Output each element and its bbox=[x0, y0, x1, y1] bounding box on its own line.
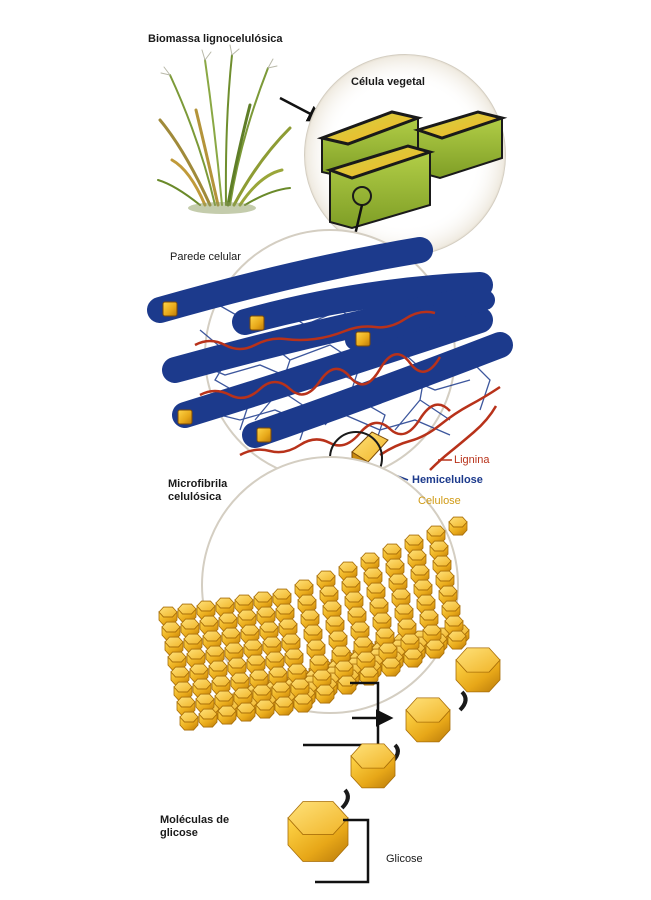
plant-cell-label: Célula vegetal bbox=[351, 76, 425, 89]
glucose-molecule bbox=[406, 698, 450, 742]
cellulose-unit bbox=[180, 712, 198, 730]
cellulose-unit bbox=[275, 697, 293, 715]
cellulose-unit bbox=[382, 658, 400, 676]
cellulose-unit bbox=[218, 706, 236, 724]
microfibril-label: Microfibrila celulósica bbox=[168, 478, 227, 504]
lignin-label: Lignina bbox=[454, 454, 489, 467]
cellulose-unit bbox=[404, 649, 422, 667]
cellulose-unit bbox=[426, 640, 444, 658]
glucose-molecules-label: Moléculas de glicose bbox=[160, 814, 229, 840]
microfibril-label-line2: celulósica bbox=[168, 491, 227, 504]
cellulose-unit bbox=[294, 694, 312, 712]
cellulose-label: Celulose bbox=[418, 495, 461, 508]
cellulose-unit bbox=[338, 676, 356, 694]
plant-illustration bbox=[158, 45, 290, 214]
cellulose-unit bbox=[449, 517, 467, 535]
glucose-label: Glicose bbox=[386, 853, 423, 866]
biomass-label: Biomassa lignocelulósica bbox=[148, 33, 283, 46]
glucose-molecule bbox=[288, 802, 348, 862]
glucose-molecule bbox=[456, 648, 500, 692]
glucose-molecule bbox=[351, 744, 395, 788]
cellulose-unit bbox=[237, 703, 255, 721]
cell-wall-illustration bbox=[160, 230, 500, 484]
cellulose-unit bbox=[199, 709, 217, 727]
cellulose-unit bbox=[448, 631, 466, 649]
microfibril-label-line1: Microfibrila bbox=[168, 478, 227, 491]
glucose-molecules-label-line1: Moléculas de bbox=[160, 814, 229, 827]
glucose-molecules-label-line2: glicose bbox=[160, 827, 229, 840]
cellulose-unit bbox=[316, 685, 334, 703]
hemicellulose-label: Hemicelulose bbox=[412, 474, 483, 487]
cellulose-unit bbox=[256, 700, 274, 718]
cell-wall-label: Parede celular bbox=[170, 251, 241, 264]
